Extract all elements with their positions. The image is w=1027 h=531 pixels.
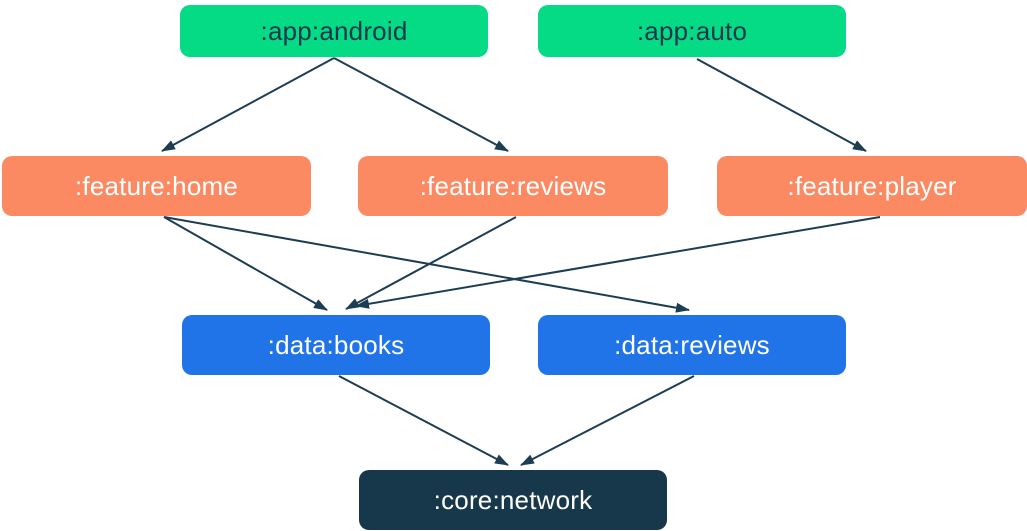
node-feature-player-label: :feature:player: [787, 170, 957, 201]
node-data-books: :data:books: [182, 315, 490, 375]
edge-feature-home-to-data-reviews: [163, 216, 690, 313]
edge-app-auto-to-feature-player: [696, 58, 867, 152]
node-app-auto-label: :app:auto: [636, 15, 748, 46]
node-data-books-label: :data:books: [267, 329, 405, 360]
node-feature-home-label: :feature:home: [74, 170, 239, 201]
edge-data-books-to-core-network: [338, 375, 509, 466]
node-core-network-label: :core:network: [433, 484, 593, 515]
edge-feature-home-to-data-books: [163, 216, 328, 311]
edge-data-reviews-to-core-network: [520, 375, 695, 466]
edge-feature-player-to-data-books: [355, 216, 881, 309]
node-feature-player: :feature:player: [717, 156, 1027, 216]
node-app-auto: :app:auto: [538, 5, 846, 57]
edge-app-android-to-feature-reviews: [333, 57, 509, 152]
edge-app-android-to-feature-home: [161, 57, 335, 152]
edge-feature-reviews-to-data-books: [345, 216, 517, 310]
node-feature-home: :feature:home: [2, 156, 311, 216]
node-data-reviews-label: :data:reviews: [614, 329, 770, 360]
node-app-android-label: :app:android: [260, 15, 408, 46]
node-data-reviews: :data:reviews: [538, 315, 846, 375]
node-feature-reviews-label: :feature:reviews: [419, 170, 607, 201]
node-app-android: :app:android: [180, 5, 488, 57]
node-feature-reviews: :feature:reviews: [358, 156, 668, 216]
node-core-network: :core:network: [359, 470, 667, 530]
